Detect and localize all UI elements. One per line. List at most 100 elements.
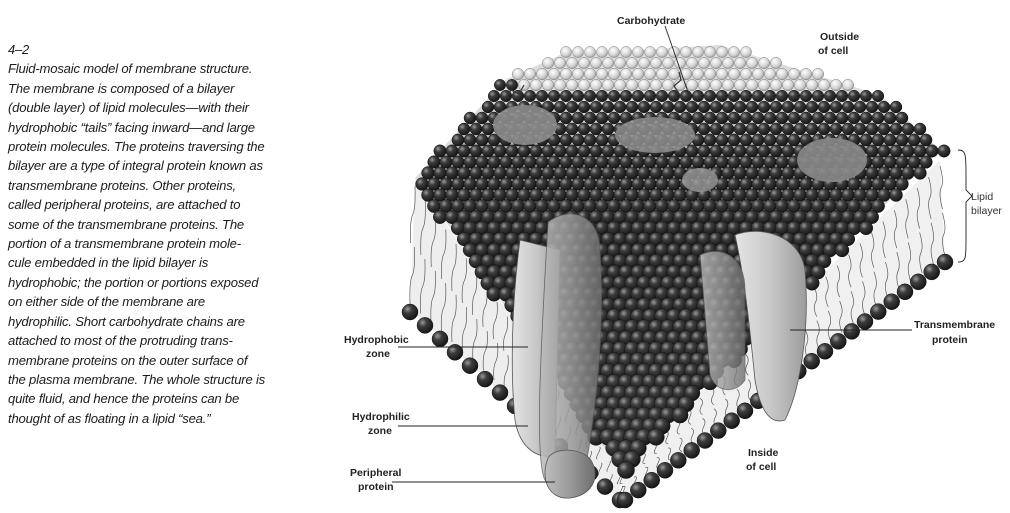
lipid-head (782, 167, 795, 180)
lipid-head (896, 112, 908, 124)
lipid-head (506, 145, 518, 157)
lipid-head (770, 145, 782, 157)
lipid-head (500, 156, 513, 169)
lipid-head (764, 156, 777, 169)
lipid-head (890, 167, 903, 180)
lipid-head (602, 145, 614, 157)
lipid-head (804, 353, 820, 369)
lipid-head (697, 433, 713, 449)
lipid-head (866, 145, 878, 157)
lipid-head (824, 90, 836, 102)
lipid-head (794, 79, 805, 90)
lipid-head (776, 156, 789, 169)
lipid-head (446, 145, 458, 157)
lipid-head (758, 101, 770, 113)
lipid-head (752, 134, 764, 146)
lipid-head (914, 123, 926, 135)
lipid-head (872, 90, 884, 102)
lipid-head (764, 134, 776, 146)
lipid-head (698, 101, 710, 113)
lipid-head (830, 101, 842, 113)
lipid-head (710, 57, 721, 68)
lipid-head (614, 79, 625, 90)
lipid-head (854, 123, 866, 135)
lipid-head (668, 68, 679, 79)
lipid-head (704, 68, 715, 79)
lipid-head (728, 134, 740, 146)
lipid-head (621, 47, 632, 58)
lipid-head (630, 482, 646, 498)
lipid-head (422, 167, 435, 180)
lipid-head (584, 90, 596, 102)
carbohydrate-label: Carbohydrate (617, 15, 685, 27)
inside-cell-label: Inside (748, 447, 779, 459)
lipid-head (692, 112, 704, 124)
lipid-head (578, 167, 591, 180)
lipid-head (578, 145, 590, 157)
lipid-head (446, 167, 459, 180)
lipid-head (758, 123, 770, 135)
lipid-head (608, 90, 620, 102)
lipid-head (560, 68, 571, 79)
lipid-head (835, 243, 849, 257)
lipid-head (686, 57, 697, 68)
lipid-head (614, 167, 627, 180)
lipid-head (902, 145, 914, 157)
lipid-head (794, 101, 806, 113)
lipid-head (494, 167, 507, 180)
lipid-head (752, 112, 764, 124)
lipid-head (488, 90, 500, 102)
lipid-head (716, 156, 729, 169)
lipid-head (524, 156, 537, 169)
lipid-head (602, 57, 613, 68)
lipid-head (897, 284, 913, 300)
lipid-head (644, 156, 657, 169)
lipid-bilayer-label: Lipid (971, 191, 993, 203)
lipid-head (746, 145, 758, 157)
lipid-head (560, 156, 573, 169)
lipid-head (402, 304, 418, 320)
lipid-head (524, 90, 536, 102)
lipid-head (566, 79, 577, 90)
lipid-head (878, 101, 890, 113)
lipid-head (560, 112, 572, 124)
lipid-head (554, 57, 565, 68)
lipid-head (884, 112, 896, 124)
lipid-head (590, 57, 601, 68)
lipid-head (910, 274, 926, 290)
lipid-head (656, 90, 668, 102)
lipid-head (433, 210, 446, 223)
lipid-head (710, 123, 722, 135)
lipid-head (566, 167, 579, 180)
lipid-head (842, 101, 854, 113)
lipid-head (554, 101, 566, 113)
lipid-head (626, 79, 637, 90)
lipid-head (770, 167, 783, 180)
lipid-head (722, 57, 733, 68)
hydrophobic-label: Hydrophobic (344, 334, 409, 346)
lipid-bilayer-label-2: bilayer (971, 205, 1002, 217)
lipid-head (614, 145, 626, 157)
lipid-head (662, 167, 675, 180)
lipid-head (458, 145, 470, 157)
lipid-head (870, 304, 886, 320)
lipid-head (800, 112, 812, 124)
lipid-head (854, 101, 866, 113)
lipid-head (608, 112, 620, 124)
lipid-head (620, 68, 631, 79)
lipid-head (530, 145, 542, 157)
lipid-head (710, 101, 722, 113)
lipid-head (536, 68, 547, 79)
lipid-head (716, 134, 728, 146)
lipid-head (584, 156, 597, 169)
lipid-head (698, 79, 709, 90)
lipid-head (506, 79, 517, 90)
lipid-head (542, 79, 553, 90)
lipid-head (590, 167, 603, 180)
lipid-head (632, 68, 643, 79)
lipid-head (764, 68, 775, 79)
lipid-head (530, 79, 541, 90)
lipid-head (602, 79, 613, 90)
lipid-head (770, 101, 782, 113)
